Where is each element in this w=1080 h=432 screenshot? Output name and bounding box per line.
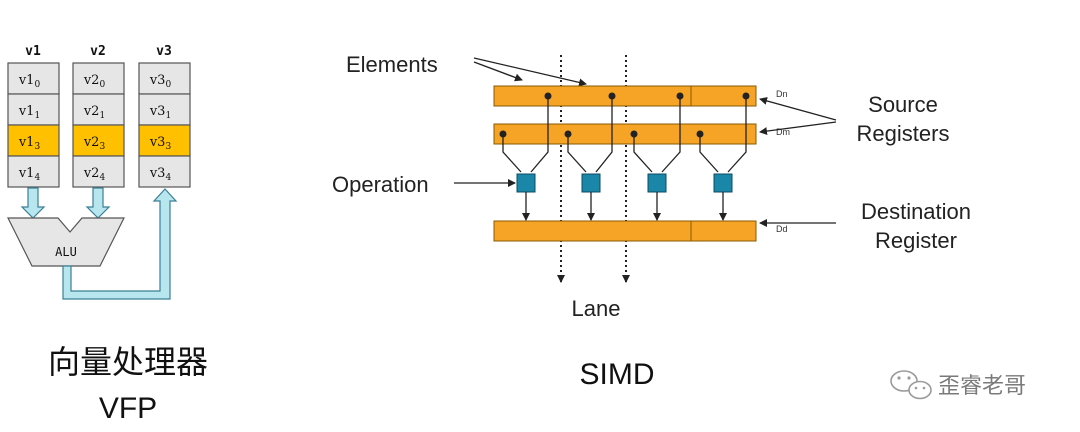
register-dn-label: Dn — [776, 89, 788, 99]
vfp-cell-label: v20 — [83, 73, 106, 90]
vfp-cell-v3-row3 — [138, 155, 191, 188]
elements-pointer-arrow-1 — [473, 61, 523, 82]
operation-box — [516, 173, 536, 193]
watermark: 歪睿老哥 — [890, 370, 1026, 400]
vfp-cell-v2-row0 — [72, 62, 125, 95]
register-dm-label: Dm — [776, 127, 790, 137]
vfp-cell-label: v30 — [149, 73, 172, 90]
vfp-cell-v2-row3 — [72, 155, 125, 188]
vfp-cell-v3-row0 — [138, 62, 191, 95]
vfp-cell-v1-row2 — [7, 124, 60, 157]
elements-label: Elements — [346, 52, 438, 77]
vfp-input-arrow-v2 — [85, 187, 111, 219]
register-dn — [493, 85, 757, 107]
vfp-header-v2: v2 — [90, 44, 106, 59]
vfp-cell-label: v31 — [149, 104, 171, 121]
lane-wire-dn — [661, 96, 681, 173]
source-registers-label-line2: Registers — [857, 121, 950, 146]
register-dd — [493, 220, 757, 242]
simd-caption: SIMD — [580, 358, 655, 391]
operation-label: Operation — [332, 172, 429, 197]
destination-register-label-line1: Destination — [861, 199, 971, 224]
vfp-header-v1: v1 — [25, 44, 41, 59]
register-dd-label: Dd — [776, 224, 788, 234]
alu-label: ALU — [55, 245, 77, 259]
vfp-caption-chinese: 向量处理器 — [48, 344, 208, 380]
vfp-cell-label: v10 — [18, 73, 41, 90]
lane-wire-dn — [727, 96, 747, 173]
simd-diagram: Elements Dn Dm Dd Source Registers Opera… — [332, 52, 971, 391]
vfp-output-arrow — [62, 188, 178, 300]
vfp-cell-v2-row2 — [72, 124, 125, 157]
operation-box — [647, 173, 667, 193]
lane-wire-dm — [633, 134, 653, 173]
lane-wire-dm — [699, 134, 719, 173]
watermark-text: 歪睿老哥 — [938, 373, 1026, 398]
vfp-input-arrow-v1 — [20, 187, 46, 219]
elements-pointer-arrow-2 — [473, 57, 587, 87]
vfp-cell-label: v34 — [149, 166, 172, 183]
vfp-cell-v1-row3 — [7, 155, 60, 188]
vfp-cell-v1-row0 — [7, 62, 60, 95]
vfp-cell-label: v33 — [149, 135, 172, 152]
operation-box — [581, 173, 601, 193]
vfp-cell-v3-row1 — [138, 93, 191, 126]
lane-wire-dn — [595, 96, 613, 173]
source-pointer-arrow-dn — [759, 97, 837, 121]
destination-register-label-line2: Register — [875, 228, 957, 253]
vfp-cell-label: v14 — [18, 166, 41, 183]
wechat-icon — [890, 370, 932, 400]
register-dm — [493, 123, 757, 145]
alu-shape — [7, 217, 125, 267]
vfp-cell-label: v21 — [83, 104, 105, 121]
vfp-cell-label: v24 — [83, 166, 106, 183]
vfp-cell-label: v23 — [83, 135, 106, 152]
vfp-register-cells: v10 v20 v30 v11 v21 v31 v13 v23 v33 v14 v24 v34 — [7, 62, 191, 188]
lane-wire-dm — [502, 134, 522, 173]
vfp-cell-label: v13 — [18, 135, 41, 152]
simd-lanes — [499, 92, 750, 221]
vfp-caption-english: VFP — [99, 392, 157, 425]
vfp-header-v3: v3 — [156, 44, 172, 59]
lane-label: Lane — [572, 296, 621, 321]
lane-wire-dn — [530, 96, 549, 173]
vfp-cell-label: v11 — [18, 104, 40, 121]
source-pointer-arrow-dm — [759, 121, 837, 136]
lane-wire-dm — [567, 134, 587, 173]
source-registers-label-line1: Source — [868, 92, 938, 117]
operation-box — [713, 173, 733, 193]
vfp-cell-v3-row2 — [138, 124, 191, 157]
